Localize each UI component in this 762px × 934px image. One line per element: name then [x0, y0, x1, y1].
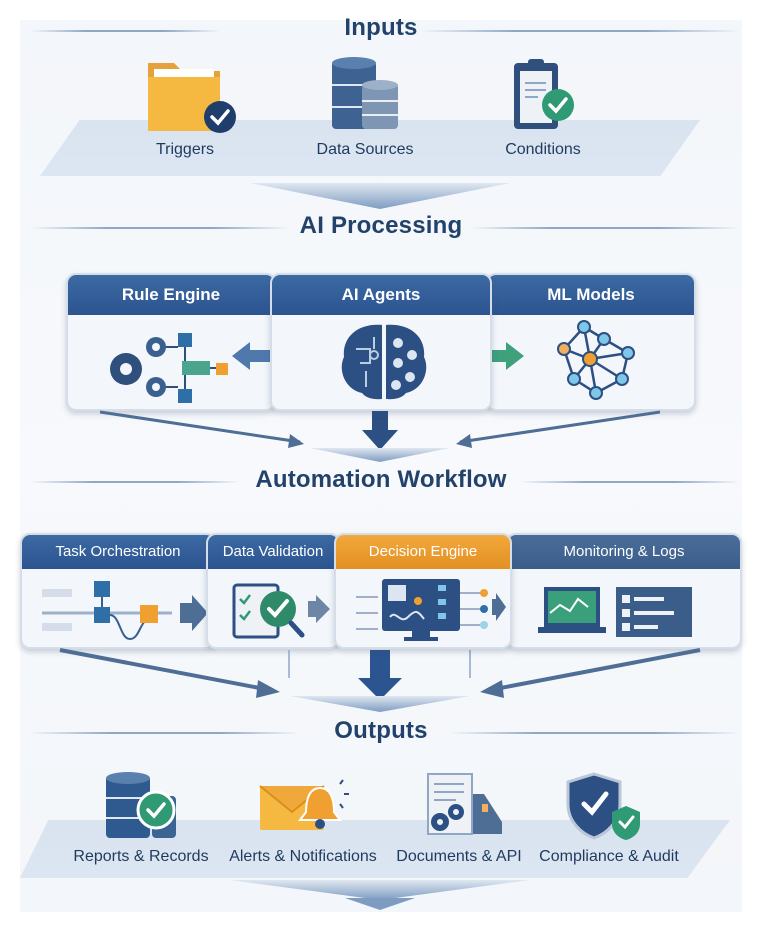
arrow-down-icon: [362, 410, 398, 450]
arrow-head: [288, 434, 304, 448]
output-item-compliance-audit: Compliance & Audit: [534, 770, 684, 866]
input-label: Conditions: [505, 141, 581, 158]
checklist-magnifier-icon: [232, 583, 330, 639]
section-title-ai-processing: AI Processing: [299, 212, 463, 239]
divider-line: [520, 481, 740, 483]
divider-line: [30, 481, 240, 483]
input-item-conditions: Conditions: [478, 55, 608, 159]
gears-flowchart-icon: [110, 333, 228, 403]
arrow-head: [480, 680, 504, 698]
folder-check-icon: [148, 63, 236, 133]
output-label: Documents & API: [396, 848, 522, 865]
database-icon: [332, 57, 398, 129]
output-label: Reports & Records: [73, 848, 209, 865]
panel-title: AI Agents: [272, 275, 490, 315]
output-label: Compliance & Audit: [539, 848, 679, 865]
output-label: Alerts & Notifications: [229, 848, 377, 865]
brain-circuit-icon: [341, 324, 427, 400]
database-check-icon: [106, 772, 176, 838]
output-item-alerts-notifications: Alerts & Notifications: [228, 770, 378, 866]
panel-title: Rule Engine: [68, 275, 274, 315]
chevron-down-icon: [310, 448, 450, 462]
section-title-automation-workflow: Automation Workflow: [255, 466, 507, 493]
chart-logs-icon: [538, 587, 692, 637]
divider-line: [30, 30, 220, 32]
arrow-merge-icon: [459, 410, 661, 444]
orchestration-flow-icon: [42, 581, 208, 641]
input-item-data-sources: Data Sources: [300, 55, 430, 159]
document-gears-icon: [427, 773, 502, 835]
input-label: Data Sources: [316, 141, 414, 158]
panel-task-orchestration[interactable]: Task Orchestration: [20, 533, 216, 649]
arrow-merge-icon: [59, 648, 271, 692]
divider-line: [470, 227, 740, 229]
arrow-merge-icon: [489, 648, 701, 692]
arrow-head: [256, 680, 280, 698]
output-item-documents-api: Documents & API: [384, 770, 534, 866]
panel-title: ML Models: [488, 275, 694, 315]
chevron-down-icon: [345, 898, 415, 910]
section-title-inputs: Inputs: [344, 14, 418, 41]
shield-check-icon: [566, 772, 640, 840]
divider-line: [450, 732, 740, 734]
panel-data-validation[interactable]: Data Validation: [206, 533, 340, 649]
envelope-bell-icon: [259, 779, 349, 830]
panel-monitoring-logs[interactable]: Monitoring & Logs: [506, 533, 742, 649]
divider-line: [30, 227, 290, 229]
divider-line: [30, 732, 300, 734]
panel-title: Task Orchestration: [22, 535, 214, 569]
panel-ml-models[interactable]: ML Models: [486, 273, 696, 411]
input-item-triggers: Triggers: [120, 55, 250, 159]
panel-decision-engine[interactable]: Decision Engine: [334, 533, 512, 649]
input-label: Triggers: [155, 141, 215, 158]
panel-title: Decision Engine: [336, 535, 510, 569]
divider-line: [420, 30, 740, 32]
panel-rule-engine[interactable]: Rule Engine: [66, 273, 276, 411]
monitor-decision-icon: [356, 579, 506, 641]
chevron-down-icon: [230, 880, 530, 900]
panel-ai-agents[interactable]: AI Agents: [270, 273, 492, 411]
arrow-merge-icon: [99, 410, 301, 444]
panel-title: Data Validation: [208, 535, 338, 569]
clipboard-check-icon: [514, 59, 574, 129]
neural-network-icon: [557, 320, 635, 400]
output-item-reports-records: Reports & Records: [66, 770, 216, 866]
arrow-down-icon: [358, 650, 402, 700]
panel-title: Monitoring & Logs: [508, 535, 740, 569]
arrow-head: [456, 434, 472, 448]
section-title-outputs: Outputs: [334, 717, 428, 744]
chevron-down-icon: [290, 696, 470, 712]
chevron-down-icon: [250, 183, 510, 209]
